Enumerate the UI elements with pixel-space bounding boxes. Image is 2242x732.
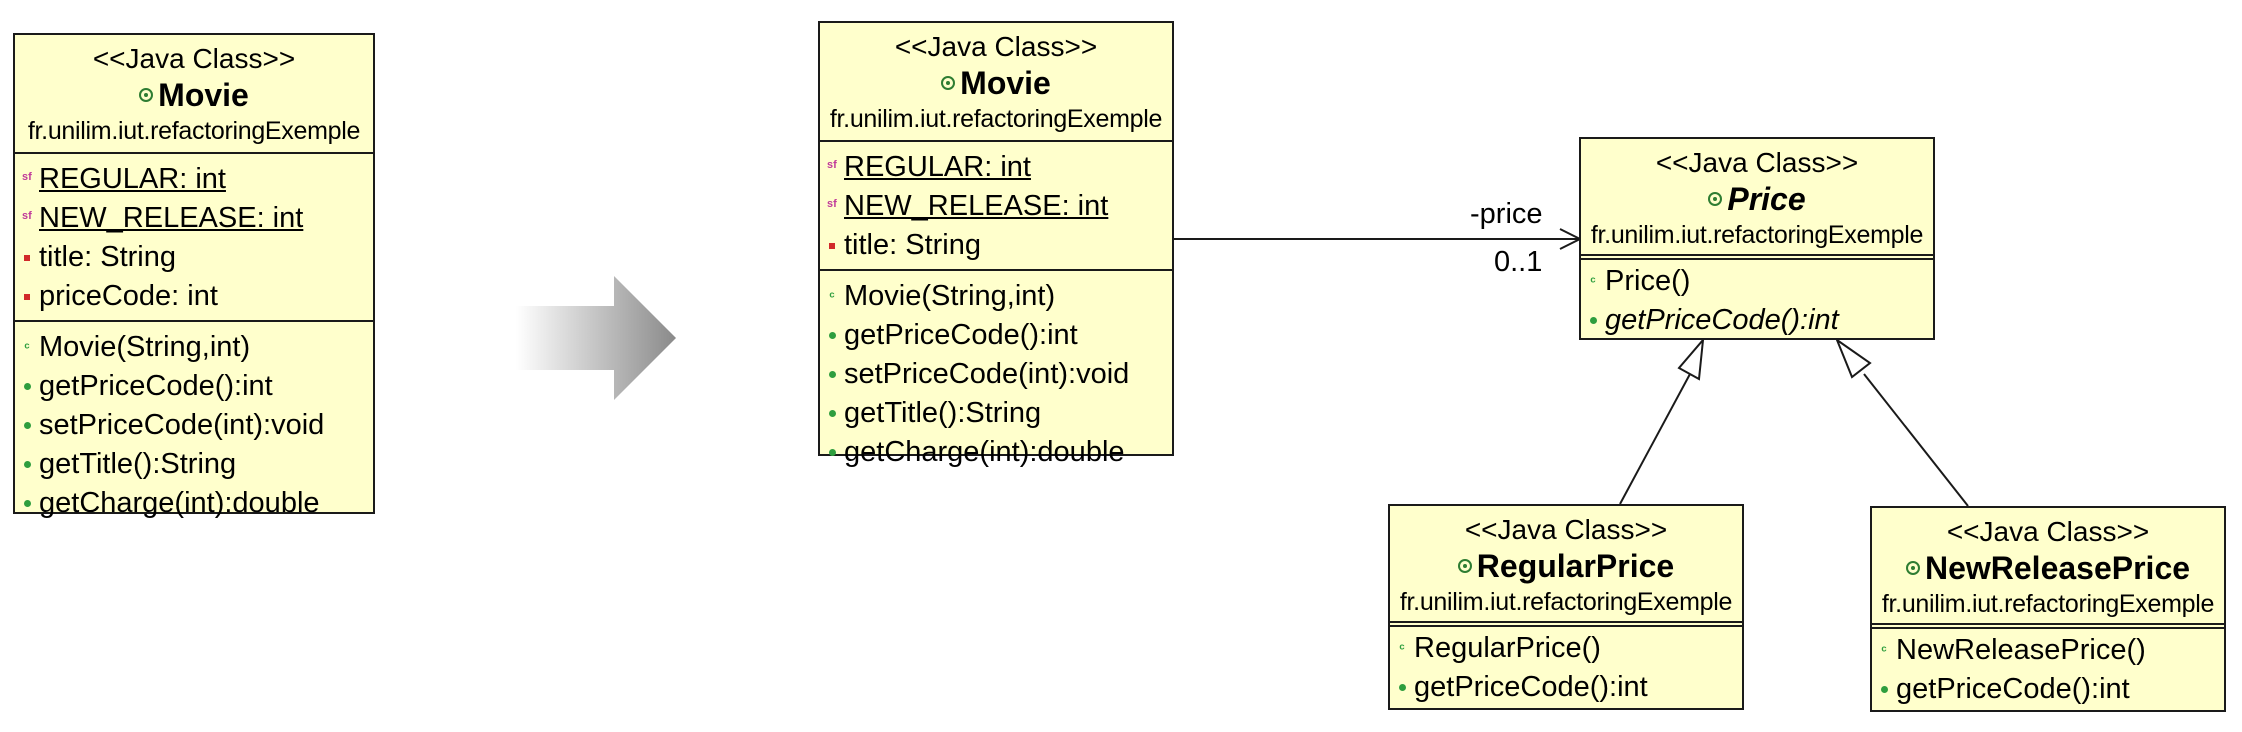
class-header: <<Java Class>> Movie fr.unilim.iut.refac… xyxy=(820,23,1172,132)
class-movie-before[interactable]: <<Java Class>> Movie fr.unilim.iut.refac… xyxy=(13,33,375,519)
operation-row[interactable]: getTitle():String xyxy=(824,394,1172,433)
class-stereotype: <<Java Class>> xyxy=(894,31,1098,62)
class-price[interactable]: <<Java Class>> Price fr.unilim.iut.refac… xyxy=(1579,137,1935,340)
double-divider xyxy=(1872,623,2224,629)
operation-row[interactable]: getPriceCode():int xyxy=(824,316,1172,355)
operation-row[interactable]: getCharge(int):double xyxy=(824,433,1172,472)
operation-row[interactable]: getPriceCode():int xyxy=(1585,301,1933,340)
public-method-icon xyxy=(23,383,31,390)
attribute-row[interactable]: priceCode: int xyxy=(19,277,373,316)
class-header: <<Java Class>> NewReleasePrice fr.unilim… xyxy=(1872,508,2224,617)
class-icon xyxy=(1457,559,1472,573)
operation-row[interactable]: getPriceCode():int xyxy=(19,367,373,406)
static-final-icon: ˢᶠ xyxy=(827,159,837,176)
public-method-icon xyxy=(828,410,836,417)
class-package: fr.unilim.iut.refactoringExemple xyxy=(1399,588,1733,616)
generalization-newreleaseprice-price xyxy=(1834,337,1969,507)
constructor-icon: ᶜ xyxy=(1399,640,1405,656)
operation-row[interactable]: getTitle():String xyxy=(19,445,373,484)
public-method-icon xyxy=(23,422,31,429)
class-newreleaseprice[interactable]: <<Java Class>> NewReleasePrice fr.unilim… xyxy=(1870,506,2226,712)
double-divider xyxy=(1390,621,1742,627)
attribute-row[interactable]: title: String xyxy=(824,226,1172,265)
generalization-regularprice-price xyxy=(1619,336,1705,505)
double-divider xyxy=(1581,254,1933,260)
class-name: Movie xyxy=(158,77,249,113)
class-stereotype: <<Java Class>> xyxy=(1655,147,1859,178)
public-method-icon xyxy=(1398,684,1406,691)
operation-row[interactable]: getPriceCode():int xyxy=(1394,668,1742,707)
public-method-icon xyxy=(828,449,836,456)
divider xyxy=(820,269,1172,271)
class-icon xyxy=(139,88,154,102)
association-role-label: -price xyxy=(1470,198,1543,230)
private-field-icon xyxy=(829,242,835,249)
class-header: <<Java Class>> RegularPrice fr.unilim.iu… xyxy=(1390,506,1742,615)
operation-row[interactable]: getPriceCode():int xyxy=(1876,670,2224,709)
attribute-row[interactable]: title: String xyxy=(19,238,373,277)
class-stereotype: <<Java Class>> xyxy=(1946,516,2150,547)
class-name: Movie xyxy=(960,65,1051,101)
association-multiplicity-label: 0..1 xyxy=(1494,246,1543,278)
constructor-icon: ᶜ xyxy=(1881,642,1887,658)
class-movie-after[interactable]: <<Java Class>> Movie fr.unilim.iut.refac… xyxy=(818,21,1174,468)
abstract-method-icon xyxy=(1589,317,1597,324)
divider xyxy=(820,140,1172,142)
operation-row[interactable]: setPriceCode(int):void xyxy=(824,355,1172,394)
class-package: fr.unilim.iut.refactoringExemple xyxy=(1590,221,1924,249)
class-package: fr.unilim.iut.refactoringExemple xyxy=(1881,590,2215,618)
constructor-icon: ᶜ xyxy=(829,288,835,304)
public-method-icon xyxy=(23,500,31,507)
private-field-icon xyxy=(24,293,30,300)
divider xyxy=(15,320,373,322)
class-header: <<Java Class>> Price fr.unilim.iut.refac… xyxy=(1581,139,1933,248)
class-name: NewReleasePrice xyxy=(1924,550,2191,586)
class-stereotype: <<Java Class>> xyxy=(1464,514,1668,545)
class-regularprice[interactable]: <<Java Class>> RegularPrice fr.unilim.iu… xyxy=(1388,504,1744,710)
static-final-icon: ˢᶠ xyxy=(827,198,837,215)
class-stereotype: <<Java Class>> xyxy=(92,43,296,74)
abstract-class-icon xyxy=(1708,192,1723,206)
operation-row[interactable]: getCharge(int):double xyxy=(19,484,373,523)
class-icon xyxy=(1905,561,1920,575)
public-method-icon xyxy=(1880,686,1888,693)
divider xyxy=(15,152,373,154)
transformation-arrow-icon xyxy=(516,276,676,400)
constructor-icon: ᶜ xyxy=(24,339,30,355)
static-final-icon: ˢᶠ xyxy=(22,210,32,227)
operation-row[interactable]: setPriceCode(int):void xyxy=(19,406,373,445)
class-package: fr.unilim.iut.refactoringExemple xyxy=(829,105,1163,133)
class-name: Price xyxy=(1727,181,1806,217)
class-icon xyxy=(941,76,956,90)
constructor-icon: ᶜ xyxy=(1590,273,1596,289)
class-package: fr.unilim.iut.refactoringExemple xyxy=(27,117,361,145)
private-field-icon xyxy=(24,254,30,261)
class-header: <<Java Class>> Movie fr.unilim.iut.refac… xyxy=(15,35,373,144)
public-method-icon xyxy=(828,332,836,339)
public-method-icon xyxy=(828,371,836,378)
static-final-icon: ˢᶠ xyxy=(22,171,32,188)
class-name: RegularPrice xyxy=(1476,548,1675,584)
public-method-icon xyxy=(23,461,31,468)
